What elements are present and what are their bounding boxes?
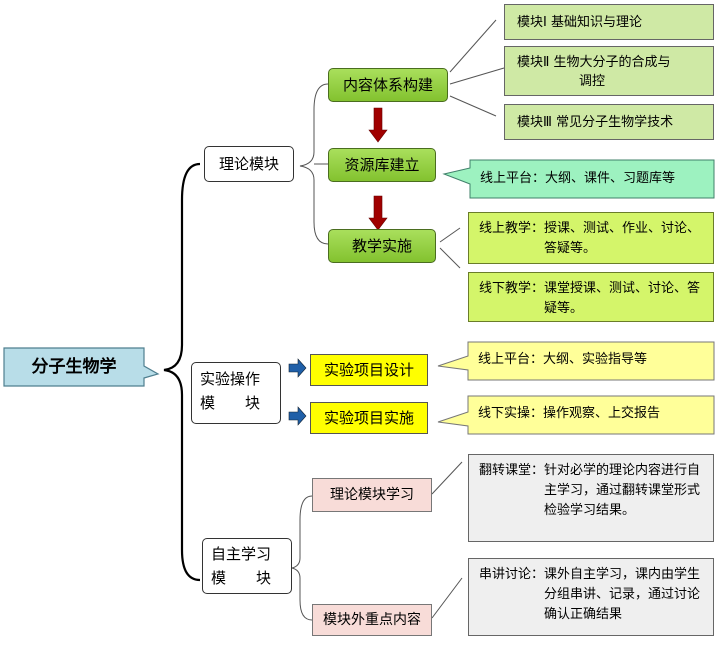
arrow-down-icon	[368, 195, 388, 231]
theory-brace	[299, 83, 329, 245]
content-item-2-label-2: 调控	[579, 74, 606, 89]
experiment-note-callout-1	[437, 341, 715, 381]
resource-library-label: 资源库建立	[344, 155, 420, 174]
teaching-note-online-value: 授课、测试、作业、讨论、答疑等。	[544, 221, 701, 256]
discussion-note: 串讲讨论： 课外自主学习，课内由学生分组串讲、记录，通过讨论确认正确结果	[468, 558, 714, 636]
flipped-class-note: 翻转课堂： 针对必学的理论内容进行自主学习，通过翻转课堂形式检验学习结果。	[468, 454, 714, 542]
theory-learning-label: 理论模块学习	[330, 486, 414, 503]
teaching-note-offline-value: 课堂授课、测试、讨论、答疑等。	[544, 281, 701, 316]
resource-note: 线上平台： 大纲、课件、习题库等	[470, 160, 714, 198]
teaching-label: 教学实施	[351, 236, 412, 255]
experiment-design-node: 实验项目设计	[310, 354, 428, 386]
resource-note-key: 线上平台：	[480, 171, 546, 186]
content-system-label: 内容体系构建	[342, 75, 433, 94]
teaching-note-online-key: 线上教学：	[479, 221, 545, 236]
teaching-note-offline: 线下教学： 课堂授课、测试、讨论、答疑等。	[468, 272, 714, 322]
content-item-1-label: 模块Ⅰ 基础知识与理论	[517, 15, 642, 30]
experiment-note-callout-2	[437, 395, 715, 435]
self-study-module-label-2: 模 块	[211, 569, 272, 587]
arrow-right-icon	[288, 358, 307, 378]
arrow-right-icon	[288, 406, 307, 426]
experiment-module-label-1: 实验操作	[200, 370, 261, 388]
self-study-module-label-1: 自主学习	[211, 545, 272, 563]
resource-library-node: 资源库建立	[328, 148, 436, 182]
content-system-node: 内容体系构建	[328, 68, 448, 102]
flipped-class-note-value: 针对必学的理论内容进行自主学习，通过翻转课堂形式检验学习结果。	[544, 463, 701, 518]
experiment-note-online-key: 线上平台：	[478, 352, 544, 367]
experiment-note-offline-value: 操作观察、上交报告	[543, 406, 661, 421]
experiment-note-offline: 线下实操： 操作观察、上交报告	[468, 396, 714, 434]
experiment-design-label: 实验项目设计	[323, 360, 414, 379]
teaching-note-online: 线上教学： 授课、测试、作业、讨论、答疑等。	[468, 212, 714, 264]
resource-note-callout	[442, 159, 715, 199]
teaching-note-offline-key: 线下教学：	[479, 281, 545, 296]
experiment-module-label-2: 模 块	[200, 394, 261, 412]
experiment-implement-node: 实验项目实施	[310, 402, 428, 434]
experiment-note-online: 线上平台： 大纲、实验指导等	[468, 342, 714, 380]
experiment-implement-label: 实验项目实施	[323, 408, 414, 427]
content-item-2: 模块Ⅱ 生物大分子的合成与 调控	[504, 46, 714, 96]
key-content-node: 模块外重点内容	[312, 604, 432, 636]
key-content-label: 模块外重点内容	[323, 611, 421, 628]
theory-module-node: 理论模块	[204, 146, 294, 182]
root-node: 分子生物学	[10, 352, 138, 382]
experiment-module-node: 实验操作 模 块	[191, 362, 281, 424]
self-study-module-node: 自主学习 模 块	[202, 538, 292, 594]
content-item-3: 模块Ⅲ 常见分子生物学技术	[504, 104, 714, 140]
self-study-brace	[291, 495, 313, 621]
theory-learning-node: 理论模块学习	[312, 478, 432, 512]
content-item-1: 模块Ⅰ 基础知识与理论	[504, 4, 714, 40]
resource-note-value: 大纲、课件、习题库等	[545, 171, 676, 186]
content-item-2-label-1: 模块Ⅱ 生物大分子的合成与	[517, 55, 671, 70]
discussion-note-key: 串讲讨论：	[479, 567, 545, 582]
teaching-node: 教学实施	[328, 229, 436, 263]
discussion-note-value: 课外自主学习，课内由学生分组串讲、记录，通过讨论确认正确结果	[544, 567, 701, 622]
experiment-note-online-value: 大纲、实验指导等	[543, 352, 648, 367]
root-label: 分子生物学	[31, 356, 117, 377]
flipped-class-note-key: 翻转课堂：	[479, 463, 545, 478]
theory-module-label: 理论模块	[218, 154, 279, 173]
experiment-note-offline-key: 线下实操：	[478, 406, 544, 421]
main-brace	[163, 162, 201, 582]
arrow-down-icon	[368, 107, 388, 143]
content-item-3-label: 模块Ⅲ 常见分子生物学技术	[517, 115, 674, 130]
root-callout-shape	[3, 347, 160, 387]
